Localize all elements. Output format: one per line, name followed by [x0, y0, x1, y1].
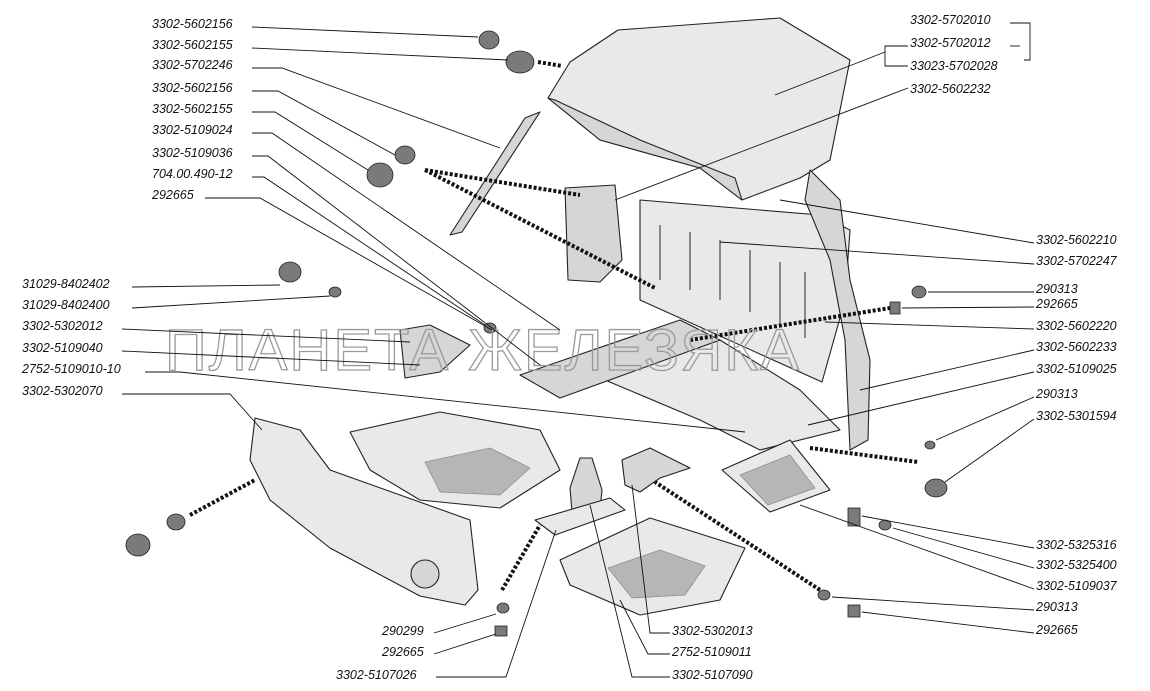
floor-mat-left: [349, 411, 561, 509]
part-label: 3302-5602232: [910, 82, 991, 96]
part-label: 3302-5107090: [672, 668, 753, 682]
part-label: 3302-5602156: [152, 81, 233, 95]
clip-fasteners: [125, 30, 948, 637]
part-label: 292665: [1035, 297, 1078, 311]
part-label: 3302-5325400: [1036, 558, 1117, 572]
roof-headliner-panel: [547, 17, 851, 201]
upholstery-strip: [449, 111, 541, 236]
left-callouts: 3302-5602156 3302-5602155 3302-5702246 3…: [21, 17, 746, 433]
part-label: 3302-5109037: [1036, 579, 1118, 593]
sill-trim: [519, 319, 721, 399]
watermark-text: ПЛАНЕТА ЖЕЛЕЗЯКА: [165, 318, 801, 383]
part-label: 292665: [151, 188, 194, 202]
tunnel-port: [410, 559, 440, 589]
part-label: 3302-5325316: [1036, 538, 1117, 552]
part-label: 3302-5602155: [152, 38, 233, 52]
floor-mat-right-tread: [607, 549, 706, 599]
right-step-plate: [721, 439, 831, 513]
part-label: 290313: [1035, 600, 1078, 614]
part-label: 3302-5602210: [1036, 233, 1117, 247]
right-callouts: 3302-5702010 3302-5702012 33023-5702028 …: [614, 13, 1118, 637]
part-label: 31029-8402402: [22, 277, 110, 291]
part-label: 3302-5702246: [152, 58, 233, 72]
rear-wall-ribs: [659, 225, 806, 338]
right-step-tread: [739, 454, 816, 506]
part-label: 3302-5602220: [1036, 319, 1117, 333]
part-label: 3302-5602155: [152, 102, 233, 116]
part-label: 290313: [1035, 387, 1078, 401]
part-label: 2752-5109010-10: [21, 362, 121, 376]
part-label: 3302-5702012: [910, 36, 991, 50]
part-label: 290299: [381, 624, 424, 638]
part-label: 3302-5602233: [1036, 340, 1117, 354]
part-label: 3302-5109036: [152, 146, 233, 160]
bottom-callouts: 290299 292665 3302-5107026 3302-5302013 …: [336, 484, 753, 682]
part-label: 31029-8402400: [22, 298, 110, 312]
part-label: 3302-5109040: [22, 341, 103, 355]
floor-tunnel-panel: [249, 417, 479, 606]
roof-headliner-inner: [547, 97, 743, 201]
right-pillar-trim: [804, 169, 871, 451]
part-label: 3302-5109025: [1036, 362, 1117, 376]
part-label: 3302-5302012: [22, 319, 103, 333]
step-bracket: [621, 447, 691, 493]
part-label: 2752-5109011: [671, 645, 752, 659]
left-pillar-trim: [564, 184, 623, 283]
part-label: 3302-5302070: [22, 384, 103, 398]
part-label: 33023-5702028: [910, 59, 998, 73]
part-label: 3302-5302013: [672, 624, 753, 638]
part-label: 3302-5109024: [152, 123, 233, 137]
floor-mat-right: [559, 517, 746, 616]
part-label: 3302-5702247: [1036, 254, 1118, 268]
part-label: 292665: [381, 645, 424, 659]
part-label: 292665: [1035, 623, 1078, 637]
part-label: 3302-5702010: [910, 13, 991, 27]
part-label: 704.00.490-12: [152, 167, 233, 181]
floor-mat-left-tread: [424, 447, 531, 496]
part-label: 3302-5301594: [1036, 409, 1117, 423]
part-label: 3302-5107026: [336, 668, 417, 682]
part-label: 290313: [1035, 282, 1078, 296]
assembly-arrows: [189, 60, 919, 592]
boot-plate: [534, 497, 626, 536]
part-label: 3302-5602156: [152, 17, 233, 31]
